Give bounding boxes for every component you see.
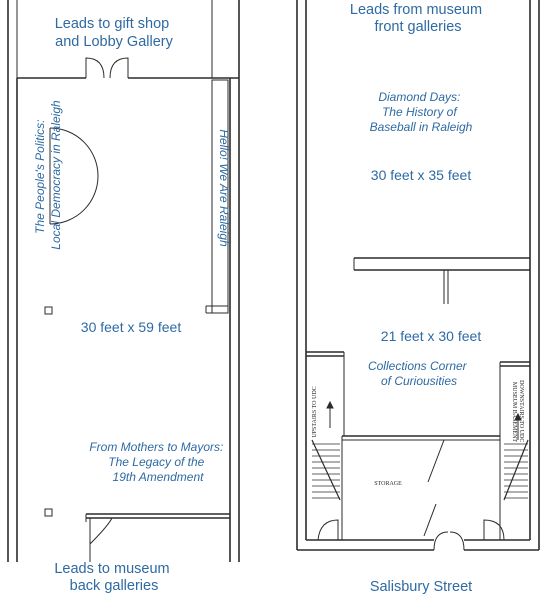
- stairs-right: [503, 439, 529, 501]
- left-room-dimensions: 30 feet x 59 feet: [81, 319, 182, 335]
- left-room-walls: [7, 0, 240, 562]
- storage-label: STORAGE: [374, 481, 402, 487]
- left-top-double-door: [85, 57, 129, 79]
- mothers-exhibit-label: From Mothers to Mayors: The Legacy of th…: [89, 440, 226, 484]
- stair-arrows: [326, 400, 522, 440]
- left-top-exit-label: Leads to gift shop and Lobby Gallery: [55, 16, 174, 50]
- stairs-left: [311, 439, 341, 501]
- diamond-days-exhibit-label: Diamond Days: The History of Baseball in…: [370, 90, 473, 134]
- right-room-walls: [296, 0, 540, 551]
- upstairs-label: UPSTAIRS TO UDC: [312, 386, 318, 437]
- street-label: Salisbury Street: [370, 579, 472, 595]
- right-lower-dimensions: 21 feet x 30 feet: [381, 328, 482, 344]
- downstairs-label: DOWNSTAIRS TO UDC MUSEUM BASEMENT: [511, 380, 524, 444]
- right-bottom-doors: [317, 519, 505, 551]
- left-bottom-exit-label: Leads to museum back galleries: [54, 561, 173, 594]
- collections-corner-label: Collections Corner of Curiousities: [368, 359, 470, 388]
- politics-display-arc: [49, 127, 99, 225]
- right-upper-dimensions: 30 feet x 35 feet: [371, 167, 472, 183]
- politics-exhibit-label: The People's Politics: Local Democracy i…: [33, 100, 63, 250]
- column-marker: [44, 306, 53, 315]
- column-marker: [44, 508, 53, 517]
- hello-exhibit-label: Hello! We Are Raleigh: [217, 129, 231, 247]
- right-top-exit-label: Leads from museum front galleries: [350, 2, 486, 35]
- left-bottom-door: [89, 517, 113, 545]
